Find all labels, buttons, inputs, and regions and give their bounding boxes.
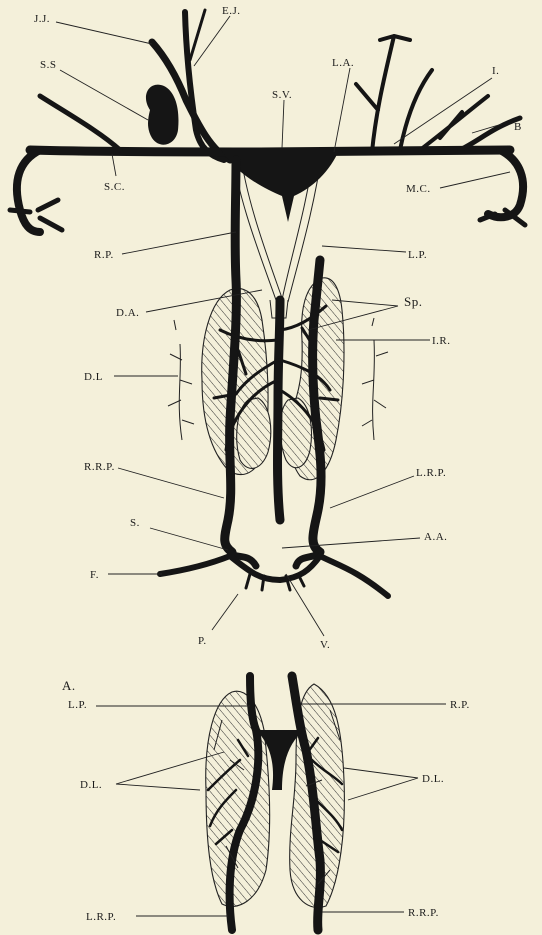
ej-branch (190, 10, 205, 60)
label-mc: M.C. (406, 183, 431, 195)
a-label-dl-right: D.L. (422, 773, 444, 785)
a-label-lp: L.P. (68, 699, 87, 711)
right-lateral-fine-vein (362, 318, 388, 440)
a-label-rp: R.P. (450, 699, 470, 711)
label-aa: A.A. (424, 531, 447, 543)
label-v: V. (320, 639, 330, 651)
label-lrp: L.R.P. (416, 467, 446, 479)
label-dl: D.L (84, 371, 103, 383)
label-s: S. (130, 517, 140, 529)
label-la: L.A. (332, 57, 354, 69)
a-label-dl-left: D.L. (80, 779, 102, 791)
label-lp: L.P. (408, 249, 427, 261)
label-jj: J.J. (34, 13, 50, 25)
right-organ-inner (280, 398, 311, 468)
label-ej: E.J. (222, 5, 241, 17)
a-label-lrp: L.R.P. (86, 911, 116, 923)
label-p: P. (198, 635, 207, 647)
a-label-rrp: R.R.P. (408, 907, 439, 919)
top-figure (10, 10, 525, 596)
bottom-figure (206, 676, 345, 930)
femoral-veins (160, 556, 388, 596)
left-lateral-fine-vein (168, 320, 194, 440)
label-sv: S.V. (272, 89, 292, 101)
label-ir: I.R. (432, 335, 451, 347)
sinus-swelling (146, 85, 179, 145)
label-ss: S.S (40, 59, 57, 71)
label-sp: Sp. (404, 294, 422, 309)
label-b: B (514, 121, 522, 133)
left-upper-branch (40, 96, 120, 150)
label-sc: S.C. (104, 181, 125, 193)
label-i: I. (492, 65, 499, 77)
label-rrp: R.R.P. (84, 461, 115, 473)
label-rp: R.P. (94, 249, 114, 261)
left-arm-loop (17, 150, 40, 232)
label-f: F. (90, 569, 99, 581)
a-left-organ (206, 691, 270, 906)
right-arm-loop (488, 150, 523, 217)
central-vessel (278, 300, 281, 520)
figure-a-title: A. (62, 678, 76, 693)
label-da: D.A. (116, 307, 139, 319)
right-upper-branch (460, 118, 520, 150)
